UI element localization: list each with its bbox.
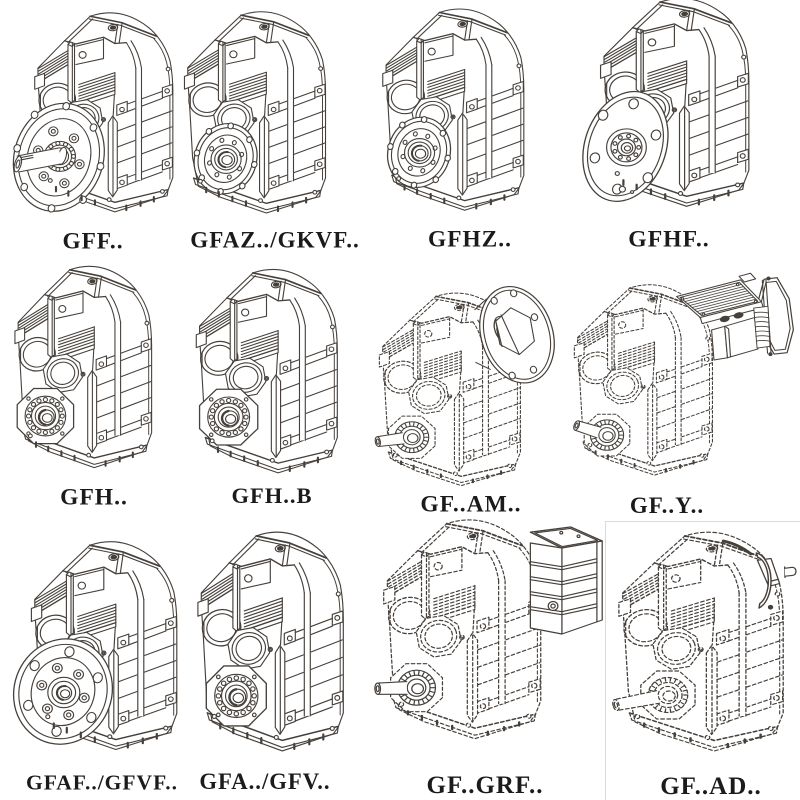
product-label-gf-am: GF..AM..	[420, 491, 522, 518]
highlight-box	[605, 521, 800, 800]
product-label-gf-y: GF..Y..	[629, 493, 705, 518]
gearbox-drawing-gf-grf	[374, 519, 603, 740]
gearbox-drawing-gf-y	[573, 272, 794, 476]
product-label-gf-grf: GF..GRF..	[426, 772, 544, 799]
product-label-gfhz: GFHZ..	[428, 226, 512, 253]
product-label-gff: GFF..	[62, 228, 124, 255]
gearbox-drawing-gfa-gfv	[197, 531, 344, 752]
product-label-gfa-gfv: GFA../GFV..	[199, 769, 331, 794]
gearbox-drawing-gfh	[14, 265, 153, 469]
product-label-gfh-b: GFH..B	[231, 483, 313, 508]
product-label-gfhf: GFHF..	[628, 226, 710, 253]
gearbox-drawing-gfhz	[382, 8, 525, 211]
product-label-gf-ad: GF..AD..	[660, 773, 762, 800]
product-label-gfh: GFH..	[60, 484, 128, 511]
gearbox-drawing-gfaf-gfvf	[12, 541, 178, 751]
product-label-gfaf-gfvf: GFAF../GFVF..	[26, 770, 178, 795]
gearbox-drawing-gff	[12, 12, 174, 213]
product-label-gfaz-gkvf: GFAZ../GKVF..	[190, 226, 360, 253]
gearbox-drawing-gf-ad	[612, 531, 797, 752]
gearbox-drawing-gf-am	[374, 285, 555, 487]
gearbox-drawing-gfhf	[582, 0, 750, 207]
gearbox-drawing-gfh-b	[195, 268, 338, 474]
gearbox-drawing-gfaz-gkvf	[183, 11, 327, 214]
